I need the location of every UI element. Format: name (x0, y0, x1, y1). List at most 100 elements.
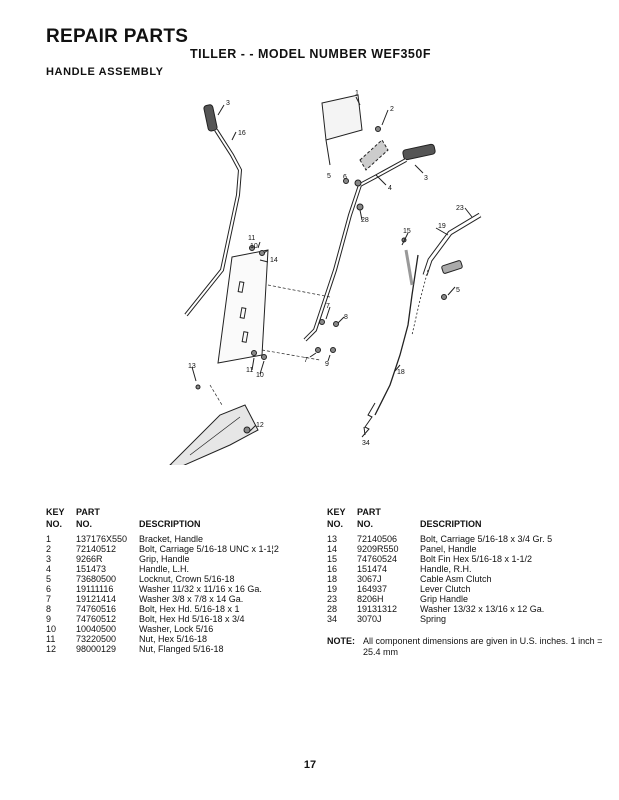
page-number: 17 (303, 759, 317, 771)
key-no: 28 (327, 604, 338, 614)
part-description: Grip Handle (420, 594, 469, 604)
part-description: Washer 3/8 x 7/8 x 14 Ga. (139, 594, 244, 604)
key-no: 34 (327, 614, 338, 624)
part-description: Washer 13/32 x 13/16 x 12 Ga. (420, 604, 545, 614)
callout-number: 4 (388, 185, 392, 192)
page-title: REPAIR PARTS (46, 26, 189, 47)
parts-row: 1 137176X550 Bracket, Handle (46, 535, 326, 545)
part-description: Spring (420, 614, 447, 624)
key-no: 7 (46, 594, 52, 604)
key-no: 11 (46, 634, 56, 644)
key-no: 18 (327, 574, 338, 584)
callout-number: 11 (248, 235, 255, 242)
note-text: All component dimensions are given in U.… (363, 636, 603, 657)
part-header-bottom: NO. (357, 519, 374, 529)
part-no: 3067J (357, 574, 382, 584)
part-header-top: PART (357, 507, 381, 517)
part-header-top: PART (76, 507, 100, 517)
key-no: 13 (327, 534, 338, 544)
callout-number: 23 (456, 205, 464, 212)
callout-number: 3 (226, 100, 230, 107)
callout-number: 7 (304, 357, 308, 364)
key-no: 23 (327, 594, 338, 604)
callout-number: 8 (344, 314, 348, 321)
key-no: 15 (327, 554, 338, 564)
part-no: 74760524 (357, 554, 398, 564)
part-description: Handle, R.H. (420, 564, 472, 574)
part-description: Locknut, Crown 5/16-18 (139, 574, 235, 584)
callout-number: 16 (238, 130, 246, 137)
part-description: Lever Clutch (420, 584, 471, 594)
callout-number: 5 (327, 173, 331, 180)
parts-row: 3 9266R Grip, Handle (46, 555, 326, 565)
part-description: Bolt, Carriage 5/16-18 x 3/4 Gr. 5 (420, 534, 553, 544)
callout-number: 34 (362, 440, 370, 447)
part-no: 151473 (76, 564, 107, 574)
part-no: 137176X550 (76, 534, 128, 544)
part-no: 72140512 (76, 544, 117, 554)
callout-number: 1 (355, 90, 359, 97)
part-no: 164937 (357, 584, 388, 594)
part-description: Washer 11/32 x 11/16 x 16 Ga. (139, 584, 262, 594)
part-description: Bracket, Handle (139, 534, 204, 544)
key-no: 1 (46, 534, 52, 544)
part-no: 9266R (76, 554, 103, 564)
part-no: 151474 (357, 564, 388, 574)
callout-number: 9 (325, 361, 329, 368)
part-description: Nut, Hex 5/16-18 (139, 634, 208, 644)
key-no: 5 (46, 574, 52, 584)
part-description: Bolt, Hex Hd. 5/16-18 x 1 (139, 604, 240, 614)
callout-number: 11 (246, 367, 253, 374)
callout-number: 19 (438, 223, 446, 230)
model-subtitle: TILLER - - MODEL NUMBER WEF350F (190, 47, 431, 61)
part-description: Bolt, Hex Hd 5/16-18 x 3/4 (139, 614, 245, 624)
callout-number: 10 (250, 243, 258, 250)
part-no: 19111116 (76, 584, 114, 594)
part-no: 9209R550 (357, 544, 399, 554)
part-description: Nut, Flanged 5/16-18 (139, 644, 224, 654)
key-no: 4 (46, 564, 52, 574)
part-description: Washer, Lock 5/16 (139, 624, 214, 634)
callout-number: 15 (403, 228, 411, 235)
callout-number: 18 (397, 369, 405, 376)
part-no: 98000129 (76, 644, 117, 654)
handle-assembly-diagram: 1 2 3 3 4 5 5 6 7 7 8 9 10 10 11 11 12 1… (169, 90, 482, 465)
parts-row: 5 73680500 Locknut, Crown 5/16-18 (46, 575, 326, 585)
part-header-bottom: NO. (76, 519, 93, 529)
key-no: 9 (46, 614, 52, 624)
key-header-top: KEY (327, 507, 346, 517)
part-no: 74760516 (76, 604, 117, 614)
key-header-top: KEY (46, 507, 65, 517)
key-no: 2 (46, 544, 52, 554)
key-no: 10 (46, 624, 57, 634)
key-no: 3 (46, 554, 52, 564)
grip-left-part (203, 104, 218, 132)
parts-row: 8 74760516 Bolt, Hex Hd. 5/16-18 x 1 (46, 605, 326, 615)
callout-number: 7 (326, 303, 330, 310)
callout-number: 5 (456, 287, 460, 294)
part-description: Bolt, Carriage 5/16-18 UNC x 1-1¦2 (139, 544, 279, 554)
part-description: Panel, Handle (420, 544, 477, 554)
part-description: Cable Asm Clutch (420, 574, 492, 584)
callout-number: 14 (270, 257, 278, 264)
key-header-bottom: NO. (327, 519, 344, 529)
callout-number: 3 (424, 175, 428, 182)
callout-number: 2 (390, 106, 394, 113)
callout-number: 12 (256, 422, 264, 429)
part-no: 73680500 (76, 574, 117, 584)
parts-row: 2 72140512 Bolt, Carriage 5/16-18 UNC x 1-… (46, 545, 326, 555)
description-header: DESCRIPTION (139, 519, 201, 529)
part-description: Grip, Handle (139, 554, 190, 564)
part-no: 19131312 (357, 604, 398, 614)
key-no: 8 (46, 604, 52, 614)
